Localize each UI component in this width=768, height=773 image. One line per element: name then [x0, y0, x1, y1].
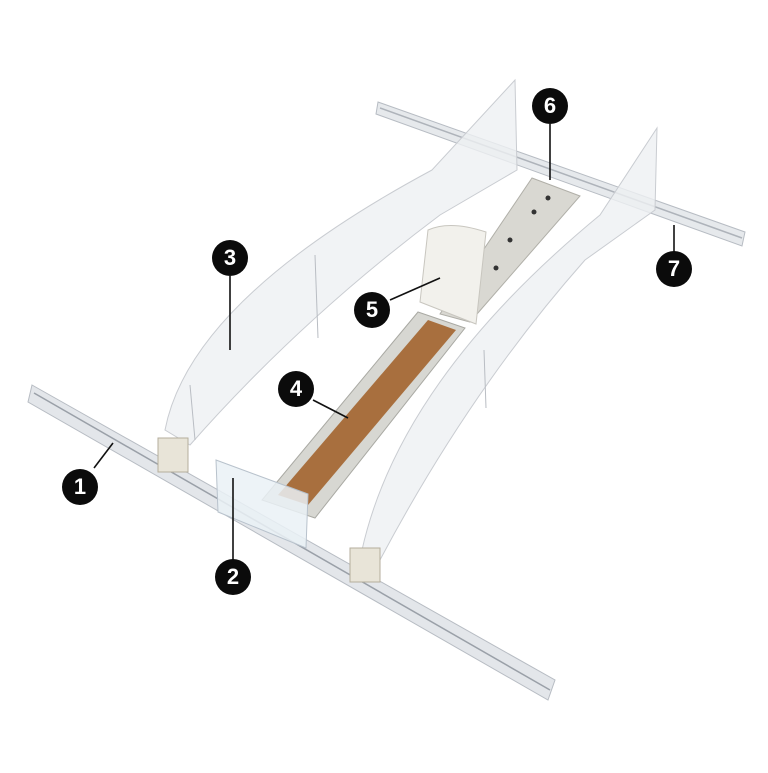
pusher-paddle: [419, 225, 487, 325]
right-divider-clip: [349, 547, 381, 583]
callout-6: 6: [532, 88, 568, 124]
callout-3: 3: [212, 240, 248, 276]
left-divider-clip: [157, 437, 189, 473]
left-divider: [164, 78, 518, 446]
right-divider: [361, 126, 658, 561]
leader-lines: [93, 124, 675, 560]
callout-1: 1: [62, 469, 98, 505]
callout-2: 2: [215, 559, 251, 595]
callout-7: 7: [656, 251, 692, 287]
callout-4: 4: [278, 371, 314, 407]
front-stop: [215, 459, 309, 549]
callout-5: 5: [354, 292, 390, 328]
pusher-track: [261, 311, 466, 519]
